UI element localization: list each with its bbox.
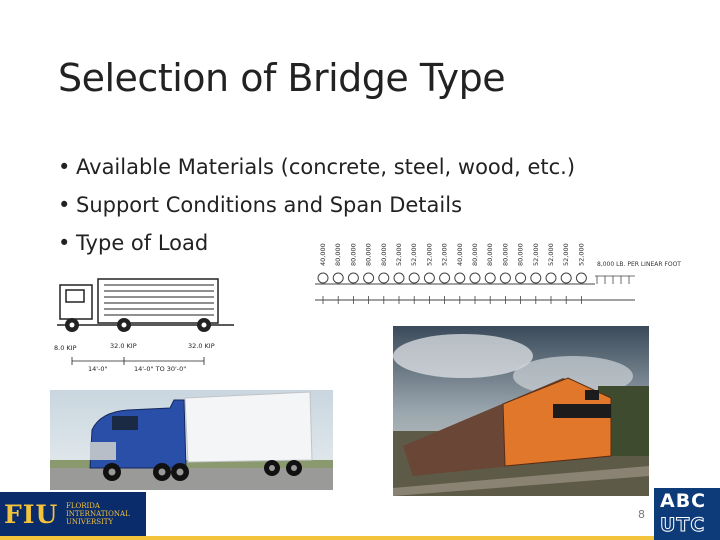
semi-truck-svg <box>50 390 333 490</box>
cab-window-shape <box>585 390 599 400</box>
bullet-list: •Available Materials (concrete, steel, w… <box>58 148 575 262</box>
bullet-item: •Support Conditions and Span Details <box>58 186 575 224</box>
bullet-item: •Available Materials (concrete, steel, w… <box>58 148 575 186</box>
axle-load-value: 52,000 <box>532 243 540 266</box>
uniform-load-arrows <box>595 275 635 284</box>
axle-wheel-icon <box>575 272 587 284</box>
axle-wheel-icon <box>332 272 344 284</box>
axle-wheel-icon <box>378 272 390 284</box>
axle-load-value: 52,000 <box>395 243 403 266</box>
bullet-dot-icon: • <box>58 155 71 179</box>
axle-load-value: 40,000 <box>319 243 327 266</box>
locomotive-shape <box>502 377 612 467</box>
uniform-load-label: 8,000 LB. PER LINEAR FOOT <box>597 261 681 268</box>
axle-wheel-icon <box>484 272 496 284</box>
fiu-logo-mark: FIU <box>4 500 59 529</box>
axle-load-value: 52,000 <box>562 243 570 266</box>
bullet-dot-icon: • <box>58 193 71 217</box>
abc-logo-text: ABC <box>660 490 707 512</box>
utc-logo-text: UTC <box>659 514 706 537</box>
train-loading-svg: 40,000 80,000 80,000 80,000 80,000 52,000 52,0… <box>315 243 681 304</box>
truck-cab-outline <box>59 284 93 320</box>
bullet-text: Type of Load <box>76 231 209 255</box>
fiu-logo: FIU FLORIDA INTERNATIONAL UNIVERSITY <box>0 492 146 536</box>
hs-truck-diagram: 8.0 KIP 32.0 KIP 32.0 KIP 14'-0" 14'-0" … <box>52 275 238 380</box>
axle-wheel-icon <box>469 272 481 284</box>
axle-load-label: 8.0 KIP <box>54 344 77 352</box>
bullet-text: Support Conditions and Span Details <box>76 193 463 217</box>
axle-wheel-icon <box>347 272 359 284</box>
axle-wheel-icon <box>454 272 466 284</box>
locomotive-stripe <box>553 404 611 418</box>
axle-load-value: 80,000 <box>349 243 357 266</box>
truck-cab-window <box>65 289 85 303</box>
trailer-shape <box>184 391 313 463</box>
freight-train-svg <box>393 326 649 496</box>
spacing-label: 14'-0" TO 30'-0" <box>134 365 186 373</box>
page-number: 8 <box>638 508 645 521</box>
axle-load-value: 80,000 <box>517 243 525 266</box>
fiu-name-line: INTERNATIONAL <box>66 510 130 518</box>
abc-utc-logo: ABC UTC <box>654 488 720 540</box>
axle-wheel-icon <box>499 272 511 284</box>
footer-gold-line <box>0 536 654 540</box>
axle-wheel-icon <box>393 272 405 284</box>
axle-load-label: 32.0 KIP <box>110 342 137 350</box>
axle-load-value: 40,000 <box>456 243 464 266</box>
grille-shape <box>90 442 116 460</box>
bullet-dot-icon: • <box>58 231 71 255</box>
axle-wheel-icon <box>423 272 435 284</box>
freight-train-photo <box>393 326 649 496</box>
axle-load-label: 32.0 KIP <box>188 342 215 350</box>
slide-title: Selection of Bridge Type <box>58 56 506 100</box>
spacing-label: 14'-0" <box>88 365 108 373</box>
axle-wheel-icon <box>439 272 451 284</box>
fiu-name-line: UNIVERSITY <box>66 518 114 526</box>
axle-load-value: 80,000 <box>486 243 494 266</box>
hs-truck-svg: 8.0 KIP 32.0 KIP 32.0 KIP 14'-0" 14'-0" … <box>54 278 234 373</box>
train-loading-diagram: 40,000 80,000 80,000 80,000 80,000 52,000 52,0… <box>305 232 681 314</box>
axle-load-value: 80,000 <box>471 243 479 266</box>
axle-load-value: 80,000 <box>365 243 373 266</box>
axle-wheel-icon <box>545 272 557 284</box>
axle-load-value: 52,000 <box>410 243 418 266</box>
windshield-shape <box>112 416 138 430</box>
axle-load-value: 52,000 <box>577 243 585 266</box>
axle-wheel-icon <box>530 272 542 284</box>
axle-wheel-icon <box>363 272 375 284</box>
axle-load-value: 52,000 <box>441 243 449 266</box>
axle-wheel-icon <box>515 272 527 284</box>
axle-load-value: 80,000 <box>334 243 342 266</box>
uniform-load-text: 8,000 LB. PER LINEAR FOOT <box>597 261 681 268</box>
trailer-outline <box>97 278 219 324</box>
bullet-item: •Type of Load <box>58 224 575 262</box>
fiu-logo-name: FLORIDA INTERNATIONAL UNIVERSITY <box>66 502 130 526</box>
axle-load-value: 52,000 <box>547 243 555 266</box>
axle-wheel-icon <box>560 272 572 284</box>
axle-load-value: 80,000 <box>501 243 509 266</box>
semi-truck-photo <box>50 390 333 490</box>
fiu-name-line: FLORIDA <box>66 502 100 510</box>
axle-load-value: 52,000 <box>425 243 433 266</box>
axle-load-value: 80,000 <box>380 243 388 266</box>
axle-wheel-icon <box>408 272 420 284</box>
bullet-text: Available Materials (concrete, steel, wo… <box>76 155 576 179</box>
axle-wheel-icon <box>317 272 329 284</box>
